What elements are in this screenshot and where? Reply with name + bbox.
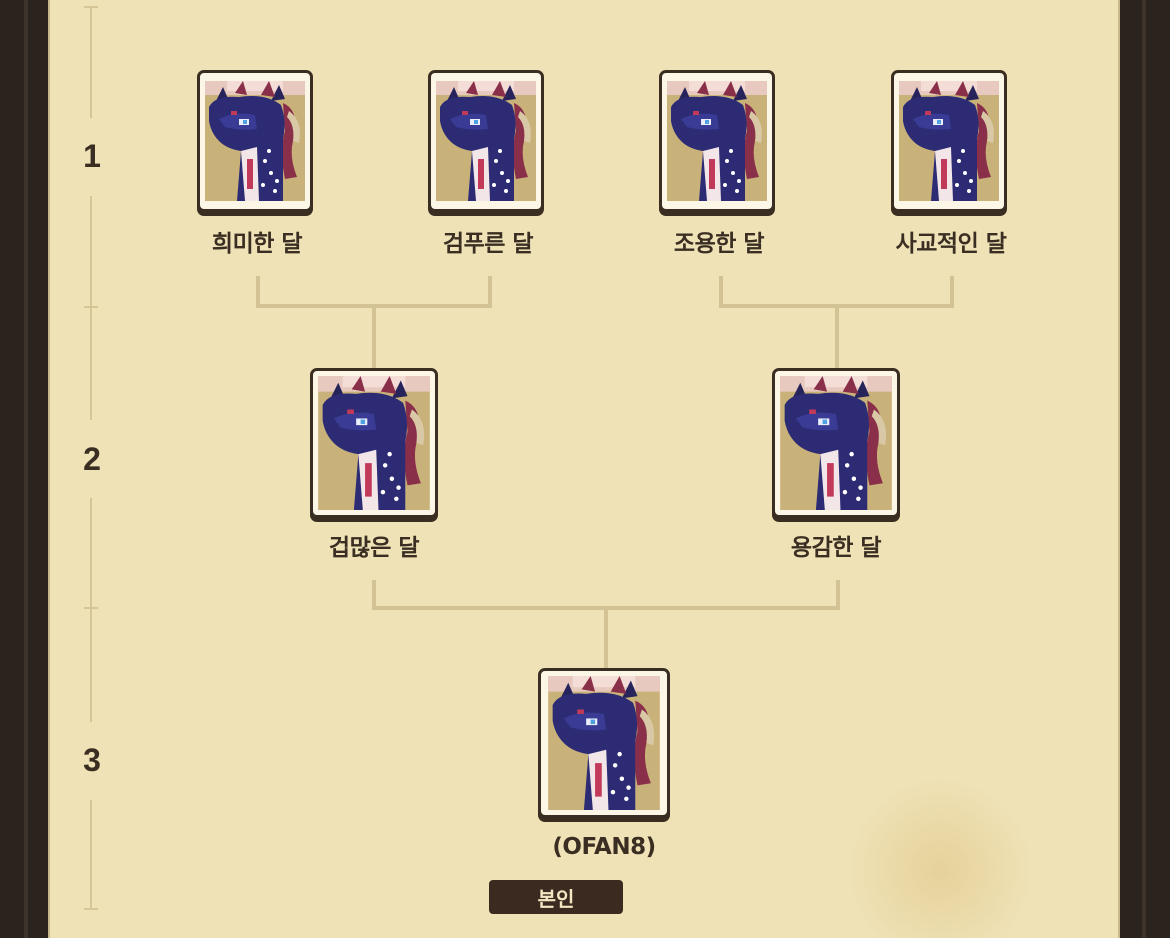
ruler-tick: [84, 607, 98, 609]
self-badge: 본인: [489, 880, 623, 914]
ancestor-name: 검푸른 달: [442, 231, 534, 257]
connector: [836, 580, 840, 610]
ruler-line: [90, 800, 92, 910]
ancestor-card-gen1-4[interactable]: [891, 70, 1007, 212]
ancestor-card-gen2-2[interactable]: [772, 368, 900, 518]
ancestor-name: 용감한 달: [790, 535, 882, 561]
connector: [719, 276, 723, 308]
left-frame-trim: [24, 0, 28, 938]
ruler-tick: [84, 6, 98, 8]
ancestor-card-gen1-2[interactable]: [428, 70, 544, 212]
ruler-tick: [84, 908, 98, 910]
dragon-portrait: [667, 78, 767, 204]
ruler-line: [90, 498, 92, 722]
background-glow: [840, 780, 1040, 938]
ancestor-name: 사교적인 달: [895, 231, 1007, 257]
generation-label-1: 1: [83, 138, 101, 174]
dragon-portrait: [205, 78, 305, 204]
generation-label-3: 3: [83, 742, 101, 778]
self-card[interactable]: [538, 668, 670, 818]
ruler-line: [90, 196, 92, 420]
connector: [950, 276, 954, 308]
connector: [488, 276, 492, 308]
self-name: (OFAN8): [552, 834, 656, 860]
right-frame-trim: [1142, 0, 1146, 938]
generation-label-2: 2: [83, 441, 101, 477]
ruler-tick: [84, 306, 98, 308]
connector: [835, 304, 839, 368]
dragon-portrait: [780, 376, 892, 510]
ancestor-name: 겁많은 달: [328, 535, 420, 561]
connector: [372, 580, 376, 610]
ruler-line: [90, 6, 92, 118]
ancestor-name: 조용한 달: [673, 231, 765, 257]
connector: [372, 304, 376, 368]
connector: [604, 606, 608, 668]
connector: [256, 276, 260, 308]
ancestor-name: 희미한 달: [211, 231, 303, 257]
ancestor-card-gen1-3[interactable]: [659, 70, 775, 212]
dragon-portrait: [546, 676, 662, 810]
dragon-portrait: [318, 376, 430, 510]
dragon-portrait: [436, 78, 536, 204]
ancestor-card-gen2-1[interactable]: [310, 368, 438, 518]
ancestor-card-gen1-1[interactable]: [197, 70, 313, 212]
dragon-portrait: [899, 78, 999, 204]
